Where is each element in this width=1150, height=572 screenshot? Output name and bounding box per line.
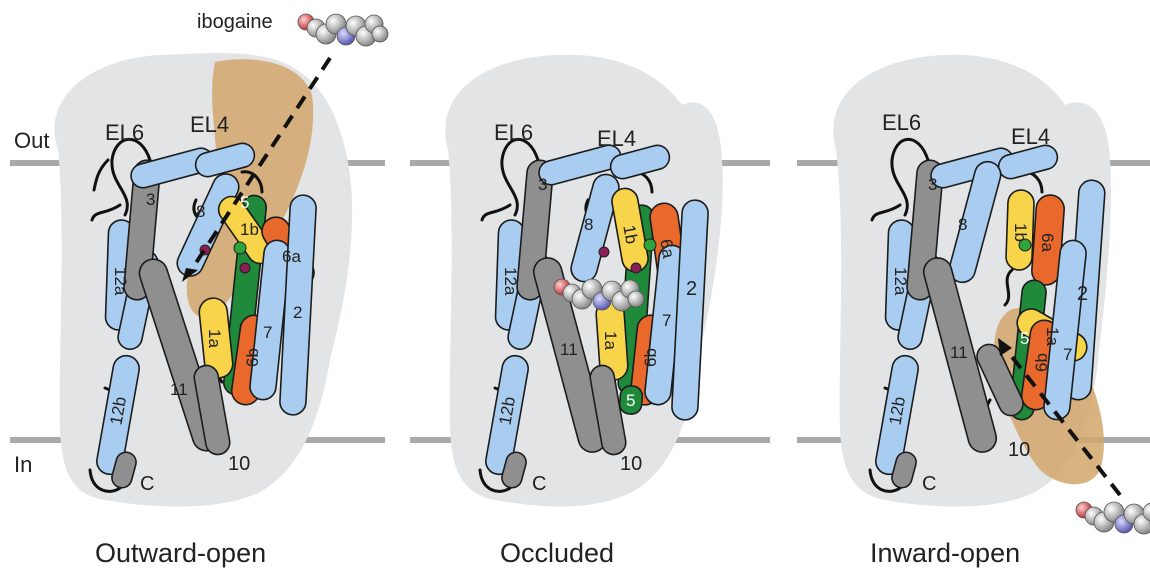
- helix-1a-label: 1a: [205, 329, 224, 348]
- panel-occluded: EL6 EL4 3 8 1b 6a 12a 1a 7 2 6b 11 12b 5…: [445, 55, 722, 568]
- c-terminus-label: C: [140, 473, 154, 495]
- ibogaine-molecule-released: [1076, 502, 1150, 534]
- out-label: Out: [14, 128, 49, 153]
- helix-11-label: 11: [560, 340, 578, 359]
- helix-6b-label: 6b: [641, 348, 660, 367]
- el4-label: EL4: [190, 112, 229, 137]
- helix-10-label: 10: [620, 453, 642, 475]
- helix-7-label: 7: [662, 311, 671, 330]
- helix-8-label: 8: [584, 215, 593, 234]
- in-label: In: [14, 452, 32, 477]
- helix-3-label: 3: [146, 190, 155, 209]
- helix-1b-label: 1b: [619, 224, 641, 246]
- helix-1a-label: 1a: [601, 331, 620, 350]
- panel-outward-open: ibogaine EL6 EL4 3 8 5 1b 6a 12a 1a 7 2 …: [55, 11, 388, 568]
- ibogaine-molecule: [298, 14, 388, 46]
- helix-1a-label: 1a: [1043, 327, 1062, 346]
- helix-3-label: 3: [538, 175, 547, 194]
- el6-label: EL6: [882, 110, 921, 135]
- helix-6a-label: 6a: [282, 247, 301, 266]
- helix-5-label: 5: [626, 391, 635, 410]
- helix-7-label: 7: [1063, 345, 1072, 364]
- helix-8-label: 8: [958, 215, 967, 234]
- helix-5-label: 5: [1020, 329, 1029, 348]
- helix-6a-label: 6a: [656, 238, 678, 260]
- helix-6b-label: 6b: [243, 348, 262, 367]
- helix-12a-label: 12a: [891, 267, 910, 296]
- helix-8-label: 8: [196, 202, 205, 221]
- el4-label: EL4: [1011, 124, 1050, 149]
- helix-2-label: 2: [293, 303, 302, 322]
- helix-10-label: 10: [1008, 439, 1030, 461]
- caption-occluded: Occluded: [500, 538, 614, 568]
- panel-inward-open: EL6 EL4 3 8 1b 6a 12a 2 5 1a 6b 7 11 12b…: [833, 55, 1150, 568]
- helix-1b-label: 1b: [240, 220, 259, 239]
- helix-2-label: 2: [1077, 283, 1088, 305]
- el6-label: EL6: [105, 120, 144, 145]
- helix-5-label: 5: [240, 193, 249, 212]
- ibogaine-label: ibogaine: [197, 11, 273, 33]
- c-terminus-label: C: [532, 473, 546, 495]
- helix-6a-label: 6a: [1038, 233, 1057, 252]
- helix-12a-label: 12a: [501, 267, 520, 296]
- el4-label: EL4: [597, 126, 636, 151]
- helix-12a-label: 12a: [111, 267, 130, 296]
- helix-2-label: 2: [686, 278, 697, 300]
- helix-11-label: 11: [170, 380, 188, 399]
- caption-outward-open: Outward-open: [95, 538, 266, 568]
- helix-1b-label: 1b: [1011, 223, 1030, 242]
- caption-inward-open: Inward-open: [870, 538, 1020, 568]
- helix-7-label: 7: [263, 323, 272, 342]
- helix-3-label: 3: [928, 175, 937, 194]
- c-terminus-label: C: [922, 473, 936, 495]
- el6-label: EL6: [494, 120, 533, 145]
- helix-6b-label: 6b: [1032, 353, 1051, 372]
- helix-11-label: 11: [950, 343, 968, 362]
- helix-10-label: 10: [228, 453, 250, 475]
